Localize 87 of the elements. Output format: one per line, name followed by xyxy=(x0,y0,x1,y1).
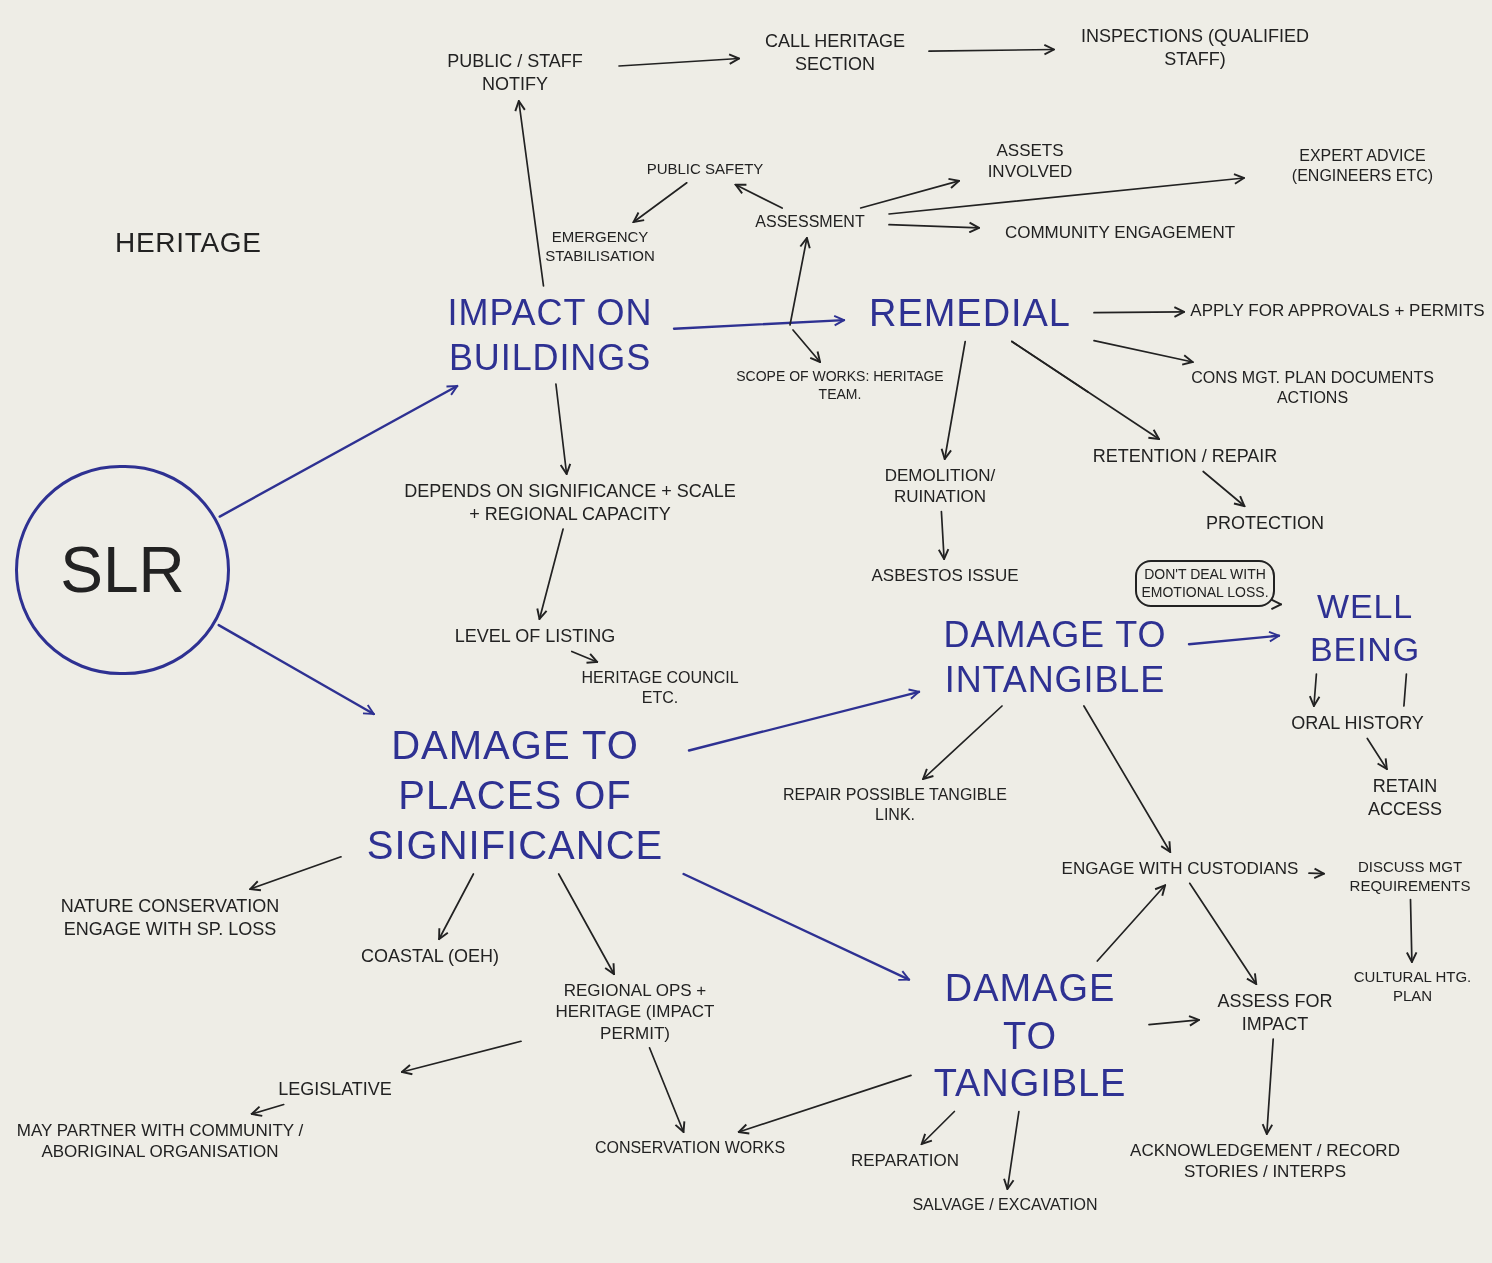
note-text: REPAIR POSSIBLE TANGIBLE LINK. xyxy=(775,785,1015,825)
arrow xyxy=(1096,884,1167,962)
arrow xyxy=(618,53,740,67)
arrow xyxy=(250,1103,285,1117)
branch-heading: DAMAGE TO TANGIBLE xyxy=(915,965,1145,1108)
arrow xyxy=(888,173,1245,215)
note-text: SCOPE OF WORKS: HERITAGE TEAM. xyxy=(735,368,945,403)
arrow xyxy=(400,1040,522,1076)
arrow xyxy=(792,329,822,363)
arrow xyxy=(1188,882,1258,985)
arrow xyxy=(218,384,459,518)
note-text: NATURE CONSERVATION ENGAGE WITH SP. LOSS xyxy=(25,895,315,940)
connector-line xyxy=(1403,673,1408,707)
arrow xyxy=(514,100,545,287)
arrow xyxy=(928,43,1055,56)
arrow xyxy=(859,177,960,209)
connector-line xyxy=(1010,340,1089,393)
note-text: PUBLIC / STAFF NOTIFY xyxy=(415,50,615,95)
arrow xyxy=(1083,705,1172,853)
arrow xyxy=(570,650,599,664)
note-text: HERITAGE COUNCIL ETC. xyxy=(570,668,750,708)
note-text: ASSESSMENT xyxy=(735,212,885,232)
arrow xyxy=(682,872,911,981)
note-text: RETAIN ACCESS xyxy=(1335,775,1475,820)
arrow xyxy=(937,510,950,560)
arrow xyxy=(1202,470,1246,507)
arrow xyxy=(672,314,846,330)
arrow xyxy=(536,528,564,620)
note-text: APPLY FOR APPROVALS + PERMITS xyxy=(1190,300,1485,322)
arrow xyxy=(438,873,475,940)
arrow xyxy=(1093,306,1185,318)
note-text: EMERGENCY STABILISATION xyxy=(505,228,695,266)
note-text: CONSERVATION WORKS xyxy=(585,1138,795,1158)
arrow xyxy=(789,237,811,326)
note-text: PROTECTION xyxy=(1190,512,1340,535)
note-text: ASBESTOS ISSUE xyxy=(860,565,1030,587)
arrow xyxy=(1187,630,1281,646)
branch-heading: IMPACT ON BUILDINGS xyxy=(430,290,670,380)
arrow xyxy=(1271,599,1282,610)
note-text: MAY PARTNER WITH COMMUNITY / ABORIGINAL ORGANISATION xyxy=(10,1120,310,1163)
note-text: INSPECTIONS (QUALIFIED STAFF) xyxy=(1060,25,1330,70)
note-text: ENGAGE WITH CUSTODIANS xyxy=(1055,858,1305,880)
note-text: LEGISLATIVE xyxy=(250,1078,420,1101)
note-text: ACKNOWLEDGEMENT / RECORD STORIES / INTERPS xyxy=(1095,1140,1435,1183)
branch-heading: WELL BEING xyxy=(1285,585,1445,670)
arrow xyxy=(648,1046,686,1133)
note-text: DISCUSS MGT REQUIREMENTS xyxy=(1330,858,1490,896)
note-text: ASSETS INVOLVED xyxy=(965,140,1095,183)
arrow xyxy=(1308,673,1321,707)
branch-heading: DAMAGE TO PLACES OF SIGNIFICANCE xyxy=(345,720,685,870)
note-text: RETENTION / REPAIR xyxy=(1060,445,1310,468)
note-text: SALVAGE / EXCAVATION xyxy=(890,1195,1120,1215)
arrow xyxy=(632,181,688,223)
heading-text: HERITAGE xyxy=(115,226,262,260)
arrow xyxy=(1308,867,1325,880)
branch-heading: REMEDIAL xyxy=(850,290,1090,338)
arrow xyxy=(1261,1038,1275,1135)
note-text: DEMOLITION/ RUINATION xyxy=(850,465,1030,508)
arrow xyxy=(737,1074,912,1135)
note-text: COASTAL (OEH) xyxy=(355,945,505,968)
note-text: CALL HERITAGE SECTION xyxy=(745,30,925,75)
note-text: CONS MGT. PLAN DOCUMENTS ACTIONS xyxy=(1165,368,1460,408)
arrow xyxy=(249,855,342,892)
arrow xyxy=(1093,339,1194,366)
arrow xyxy=(687,688,921,752)
arrow xyxy=(888,221,980,234)
note-text: DEPENDS ON SIGNIFICANCE + SCALE + REGIONAL CAPACITY xyxy=(400,480,740,525)
note-text: COMMUNITY ENGAGEMENT xyxy=(985,222,1255,244)
arrow xyxy=(557,873,615,975)
arrow xyxy=(922,705,1003,780)
arrow xyxy=(734,183,783,209)
branch-heading: DAMAGE TO INTANGIBLE xyxy=(925,612,1185,702)
arrow xyxy=(1366,737,1388,770)
note-text: LEVEL OF LISTING xyxy=(435,625,635,648)
arrow xyxy=(1003,1110,1020,1190)
arrow xyxy=(217,623,375,716)
arrow xyxy=(1148,1015,1200,1027)
note-text: REPARATION xyxy=(825,1150,985,1172)
arrow xyxy=(940,340,967,460)
arrow xyxy=(555,383,572,475)
note-text: ORAL HISTORY xyxy=(1245,712,1470,735)
arrow xyxy=(920,1110,956,1145)
note-box: DON'T DEAL WITH EMOTIONAL LOSS. xyxy=(1135,560,1275,607)
note-text: EXPERT ADVICE (ENGINEERS ETC) xyxy=(1250,146,1475,186)
note-text: REGIONAL OPS + HERITAGE (IMPACT PERMIT) xyxy=(525,980,745,1044)
note-text: PUBLIC SAFETY xyxy=(640,160,770,179)
arrow xyxy=(1405,898,1418,963)
